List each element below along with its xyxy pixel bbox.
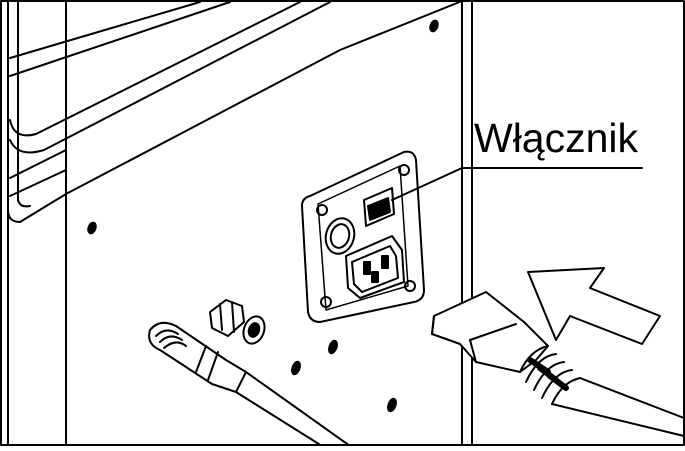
screw bbox=[291, 360, 301, 376]
iec-socket bbox=[345, 235, 405, 299]
direction-arrow-icon bbox=[527, 267, 661, 345]
screw bbox=[387, 397, 397, 413]
callout-leader bbox=[391, 167, 643, 201]
power-inlet-module bbox=[301, 150, 425, 323]
housing-shell bbox=[7, 0, 331, 447]
power-plug-icon bbox=[431, 291, 685, 437]
power-switch-icon bbox=[363, 187, 395, 227]
fuse-holder bbox=[324, 217, 356, 255]
screw bbox=[328, 339, 338, 355]
hose-connector bbox=[148, 321, 351, 447]
rear-panel bbox=[65, 0, 473, 447]
panel-screws bbox=[87, 19, 446, 413]
screw bbox=[429, 19, 439, 33]
gas-fitting bbox=[209, 299, 266, 345]
screw bbox=[87, 221, 97, 235]
callout-label-power-switch: Włącznik bbox=[474, 115, 639, 161]
